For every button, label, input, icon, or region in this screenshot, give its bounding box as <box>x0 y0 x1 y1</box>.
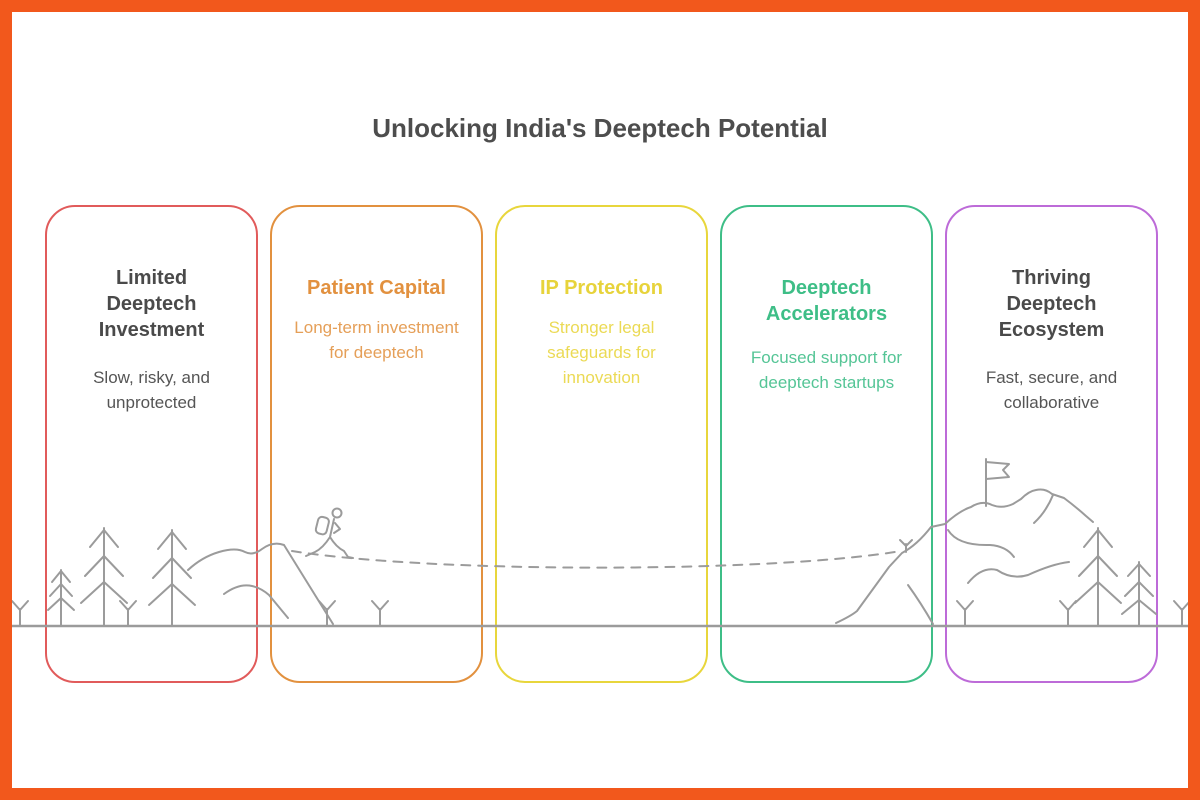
card-thriving-deeptech-ecosystem: Thriving Deeptech Ecosystem Fast, secure… <box>945 205 1158 683</box>
card-subtitle: Focused support for deeptech startups <box>750 348 903 392</box>
card-title: IP Protection <box>540 277 663 299</box>
card-title: Patient Capital <box>307 277 446 299</box>
card-subtitle: Slow, risky, and unprotected <box>93 368 210 412</box>
page-title: Unlocking India's Deeptech Potential <box>372 113 828 143</box>
card-subtitle: Long-term investment for deeptech <box>294 318 459 362</box>
card-limited-deeptech-investment: Limited Deeptech Investment Slow, risky,… <box>45 205 258 683</box>
stage-cards: Limited Deeptech Investment Slow, risky,… <box>45 205 1158 683</box>
card-subtitle: Stronger legal safeguards for innovation <box>547 318 656 387</box>
shrub-icon <box>1173 600 1191 626</box>
card-patient-capital: Patient Capital Long-term investment for… <box>270 205 483 683</box>
shrub-icon <box>11 600 29 626</box>
card-ip-protection: IP Protection Stronger legal safeguards … <box>495 205 708 683</box>
card-subtitle: Fast, secure, and collaborative <box>985 368 1118 412</box>
card-title: Thriving Deeptech Ecosystem <box>998 267 1105 341</box>
card-title: Deeptech Accelerators <box>765 277 888 325</box>
card-deeptech-accelerators: Deeptech Accelerators Focused support fo… <box>720 205 933 683</box>
card-title: Limited Deeptech Investment <box>98 267 205 341</box>
